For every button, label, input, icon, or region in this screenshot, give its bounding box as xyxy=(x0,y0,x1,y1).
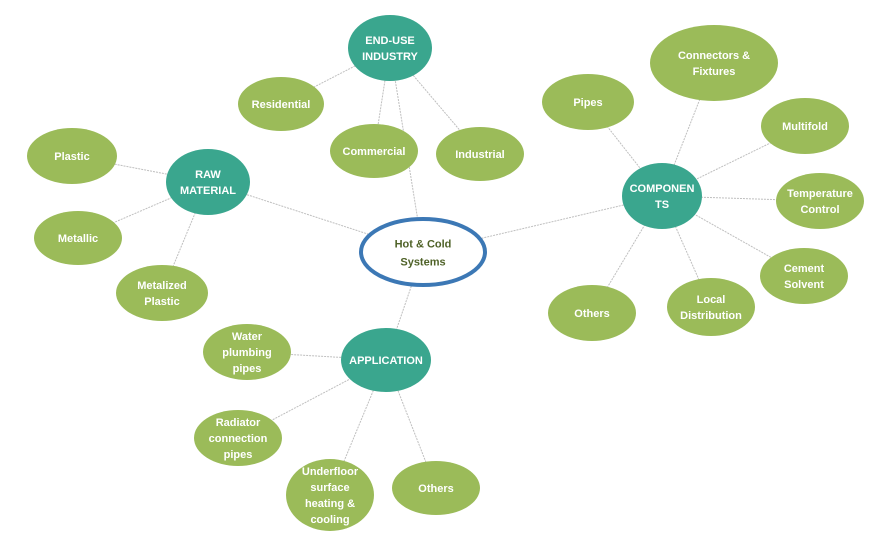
leaf-ellipse xyxy=(761,98,849,154)
node-label: heating & xyxy=(305,498,355,510)
node-label: Underfloor xyxy=(302,466,359,478)
leaf-ellipse xyxy=(34,211,122,265)
node-label: Connectors & xyxy=(678,50,750,62)
node-label: Pipes xyxy=(573,97,602,109)
node-plastic: Plastic xyxy=(27,128,117,184)
node-label: Residential xyxy=(252,99,311,111)
node-label: Plastic xyxy=(144,296,179,308)
node-label: Water xyxy=(232,331,263,343)
node-label: MATERIAL xyxy=(180,185,236,197)
node-enduse: END-USE INDUSTRY xyxy=(348,15,432,81)
node-others2: Others xyxy=(392,461,480,515)
node-commercial: Commercial xyxy=(330,124,418,178)
leaf-ellipse xyxy=(436,127,524,181)
node-radiator: Radiator connection pipes xyxy=(194,410,282,466)
node-label: END-USE xyxy=(365,35,415,47)
node-label: pipes xyxy=(224,449,253,461)
leaf-ellipse xyxy=(760,248,848,304)
node-label: TS xyxy=(655,199,669,211)
node-underfloor: Underfloor surface heating & cooling xyxy=(286,459,374,531)
connector-components-temp xyxy=(661,195,821,202)
node-label: Others xyxy=(418,483,453,495)
node-label: APPLICATION xyxy=(349,355,423,367)
node-label: Systems xyxy=(400,257,445,269)
leaf-ellipse xyxy=(330,124,418,178)
node-label: Multifold xyxy=(782,121,828,133)
node-label: Distribution xyxy=(680,310,742,322)
node-water: Water plumbing pipes xyxy=(203,324,291,380)
connector-application-water xyxy=(246,351,387,361)
node-connectors: Connectors & Fixtures xyxy=(650,25,778,101)
leaf-ellipse xyxy=(286,459,374,531)
leaf-ellipse xyxy=(650,25,778,101)
leaf-ellipse xyxy=(27,128,117,184)
leaf-ellipse xyxy=(392,461,480,515)
node-label: INDUSTRY xyxy=(362,51,418,63)
hub-ellipse xyxy=(348,15,432,81)
node-industrial: Industrial xyxy=(436,127,524,181)
node-label: Plastic xyxy=(54,151,89,163)
node-label: surface xyxy=(310,482,349,494)
node-label: Fixtures xyxy=(693,66,736,78)
node-label: Others xyxy=(574,308,609,320)
node-label: connection xyxy=(209,433,268,445)
connector-components-local xyxy=(661,195,712,308)
node-label: Commercial xyxy=(343,146,406,158)
node-others1: Others xyxy=(548,285,636,341)
node-label: plumbing xyxy=(222,347,272,359)
node-label: Metalized xyxy=(137,280,187,292)
node-label: Local xyxy=(697,294,726,306)
node-multifold: Multifold xyxy=(761,98,849,154)
center-ellipse xyxy=(359,217,487,287)
node-label: Industrial xyxy=(455,149,505,161)
leaf-ellipse xyxy=(238,77,324,131)
leaf-ellipse xyxy=(194,410,282,466)
hub-ellipse xyxy=(166,149,250,215)
node-components: COMPONEN TS xyxy=(622,163,702,229)
hub-ellipse xyxy=(341,328,431,392)
connector-enduse-commercial xyxy=(373,47,391,152)
node-label: RAW xyxy=(195,169,221,181)
leaf-ellipse xyxy=(542,74,634,130)
leaf-ellipse xyxy=(548,285,636,341)
node-raw: RAW MATERIAL xyxy=(166,149,250,215)
node-application: APPLICATION xyxy=(341,328,431,392)
node-pipes: Pipes xyxy=(542,74,634,130)
hub-ellipse xyxy=(622,163,702,229)
leaf-ellipse xyxy=(203,324,291,380)
node-label: Temperature xyxy=(787,188,853,200)
node-label: Metallic xyxy=(58,233,98,245)
leaf-ellipse xyxy=(667,278,755,336)
node-metallic: Metallic xyxy=(34,211,122,265)
leaf-ellipse xyxy=(116,265,208,321)
node-label: pipes xyxy=(233,363,262,375)
node-label: COMPONEN xyxy=(630,183,695,195)
node-label: cooling xyxy=(310,514,349,526)
node-label: Control xyxy=(800,204,839,216)
node-label: Hot & Cold xyxy=(395,239,452,251)
node-label: Cement xyxy=(784,263,825,275)
node-residential: Residential xyxy=(238,77,324,131)
node-label: Radiator xyxy=(216,417,261,429)
leaf-ellipse xyxy=(776,173,864,229)
node-label: Solvent xyxy=(784,279,824,291)
